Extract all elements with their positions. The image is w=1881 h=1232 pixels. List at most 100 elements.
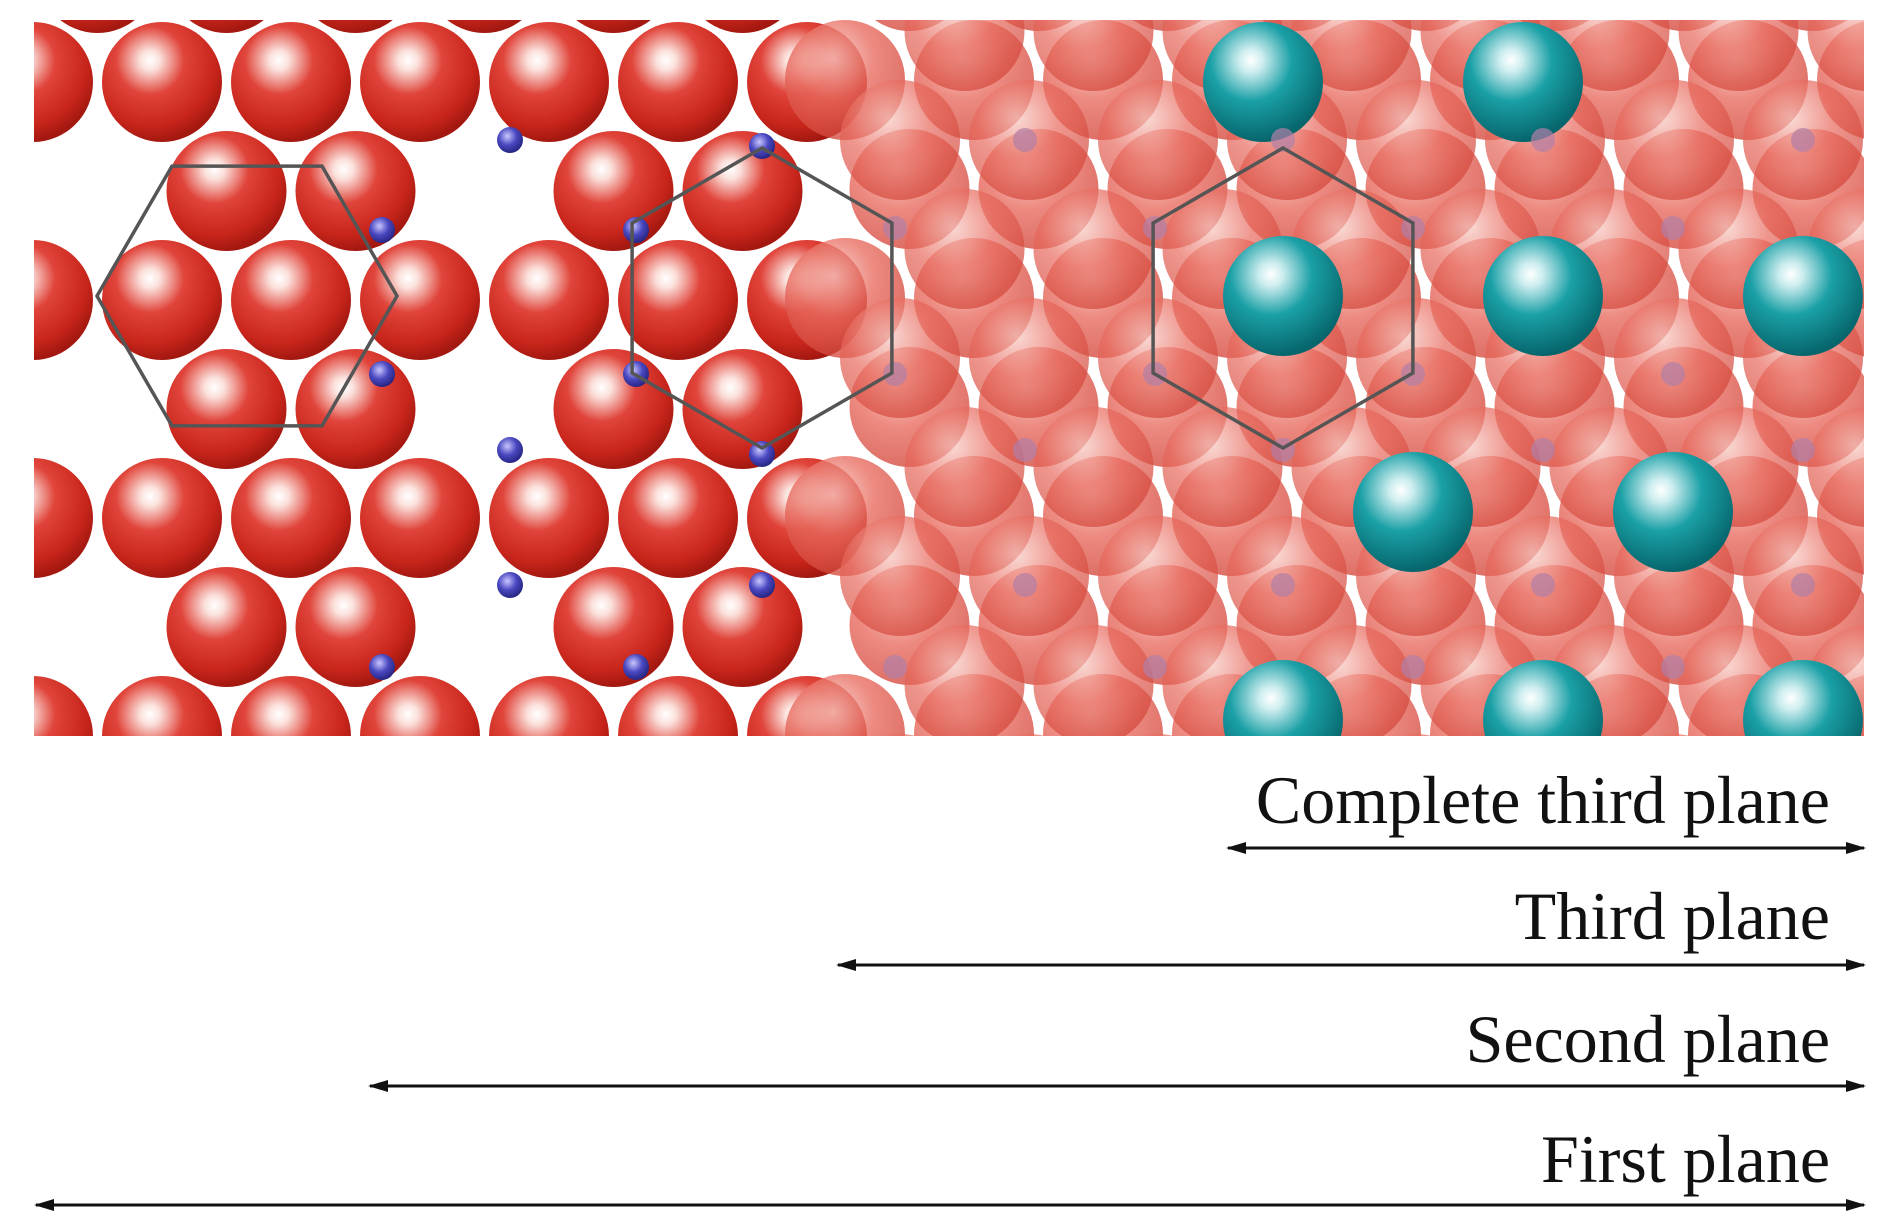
interstitial-atom (369, 654, 395, 680)
oxygen-atom (682, 349, 803, 469)
oxygen-atom-upper (785, 674, 905, 736)
oxygen-atom-third (1033, 189, 1154, 309)
oxygen-atom-third (1033, 625, 1154, 736)
oxygen-atom-third (1807, 20, 1864, 91)
oxygen-atom-third (1872, 516, 1881, 636)
oxygen-atom-third (1033, 20, 1154, 91)
interstitial-atom-faint (1531, 438, 1555, 462)
oxygen-atom (102, 240, 222, 360)
oxygen-atom (0, 349, 29, 469)
oxygen-atom-third (1033, 407, 1154, 527)
first-plane-atoms (0, 0, 867, 736)
oxygen-atom (231, 240, 351, 360)
cation-atom (1483, 660, 1603, 736)
oxygen-atom-upper (1108, 783, 1228, 903)
oxygen-atom (489, 240, 609, 360)
interstitial-atom (623, 654, 649, 680)
interstitial-atom-faint (1661, 655, 1685, 679)
oxygen-atom-third (1872, 80, 1881, 200)
interstitial-atom (623, 217, 649, 243)
oxygen-atom-third (1098, 80, 1218, 200)
oxygen-atom-third (1658, 734, 1690, 736)
oxygen-atom (0, 0, 29, 33)
oxygen-atom (553, 349, 674, 469)
oxygen-atom-third (1356, 298, 1476, 418)
interstitial-atom-faint (1531, 128, 1555, 152)
oxygen-atom (489, 22, 609, 142)
oxygen-atom-third (904, 407, 1025, 527)
interstitial-atom-faint (1791, 128, 1815, 152)
interstitial-atom-faint (1143, 216, 1167, 240)
oxygen-atom (60, 20, 135, 33)
interstitial-dots (369, 127, 1815, 680)
interstitial-atom (369, 217, 395, 243)
interstitial-atom-faint (1661, 216, 1685, 240)
interstitial-atom-faint (1271, 128, 1295, 152)
complete-third-plane-label: Complete third plane (1256, 762, 1830, 838)
cation-atom (1743, 236, 1863, 356)
cation-atom (1353, 452, 1473, 572)
cation-atom (1223, 236, 1343, 356)
interstitial-atom-faint (1013, 573, 1037, 597)
oxygen-atom-upper (850, 783, 970, 903)
oxygen-atom (166, 567, 287, 687)
oxygen-atom (576, 20, 651, 33)
interstitial-atom (497, 127, 523, 153)
oxygen-atom-third (904, 189, 1025, 309)
interstitial-atom-faint (883, 362, 907, 386)
oxygen-atom (166, 131, 287, 251)
oxygen-atom (231, 22, 351, 142)
oxygen-atom (489, 458, 609, 578)
oxygen-atom (295, 567, 416, 687)
oxygen-atom-third (1098, 516, 1218, 636)
cation-atom (1223, 660, 1343, 736)
interstitial-atom-faint (1401, 655, 1425, 679)
oxygen-atom-third (1162, 407, 1283, 527)
oxygen-atom (34, 458, 93, 578)
oxygen-atom (553, 567, 674, 687)
oxygen-atom (705, 20, 780, 33)
interstitial-atom (497, 572, 523, 598)
oxygen-atom (34, 676, 93, 736)
interstitial-atom-faint (883, 655, 907, 679)
oxygen-atom-third (1614, 298, 1734, 418)
first-plane-label: First plane (1541, 1121, 1830, 1197)
oxygen-atom-third (840, 516, 960, 636)
hexagon-second-plane (630, 145, 894, 451)
oxygen-atom (618, 458, 738, 578)
interstitial-atom (497, 437, 523, 463)
cation-atom (1463, 22, 1583, 142)
oxygen-atom (360, 240, 480, 360)
oxygen-atom (231, 676, 351, 736)
hexagon-third-plane (1151, 145, 1415, 451)
oxygen-atom (360, 676, 480, 736)
hexagon-first-plane (94, 164, 400, 428)
oxygen-atom (0, 567, 29, 687)
cation-atom (1203, 22, 1323, 142)
oxygen-atom-third (969, 298, 1089, 418)
oxygen-atom-third (904, 625, 1025, 736)
interstitial-atom (369, 361, 395, 387)
oxygen-atom-third (840, 298, 960, 418)
cation-atom (1743, 660, 1863, 736)
oxygen-atom (231, 458, 351, 578)
oxygen-atom-third (1098, 298, 1218, 418)
second-plane-label: Second plane (1466, 1001, 1830, 1077)
oxygen-atom-third (1400, 734, 1432, 736)
oxygen-atom-third (1142, 734, 1174, 736)
oxygen-atom-third (904, 20, 1025, 91)
third-plane-label: Third plane (1515, 878, 1830, 954)
oxygen-atom (618, 240, 738, 360)
oxygen-atom-third (1356, 80, 1476, 200)
oxygen-atom-third (1034, 843, 1154, 963)
hexagon-outlines (94, 145, 1415, 451)
complete-third-plane-atoms (1203, 22, 1863, 736)
oxygen-atom-third (1013, 734, 1045, 736)
oxygen-atom (618, 22, 738, 142)
oxygen-atom (189, 20, 264, 33)
oxygen-atom-third (1163, 843, 1283, 963)
interstitial-atom (749, 441, 775, 467)
oxygen-atom-third (1292, 843, 1412, 963)
oxygen-atom-third (905, 843, 1025, 963)
oxygen-atom (295, 131, 416, 251)
